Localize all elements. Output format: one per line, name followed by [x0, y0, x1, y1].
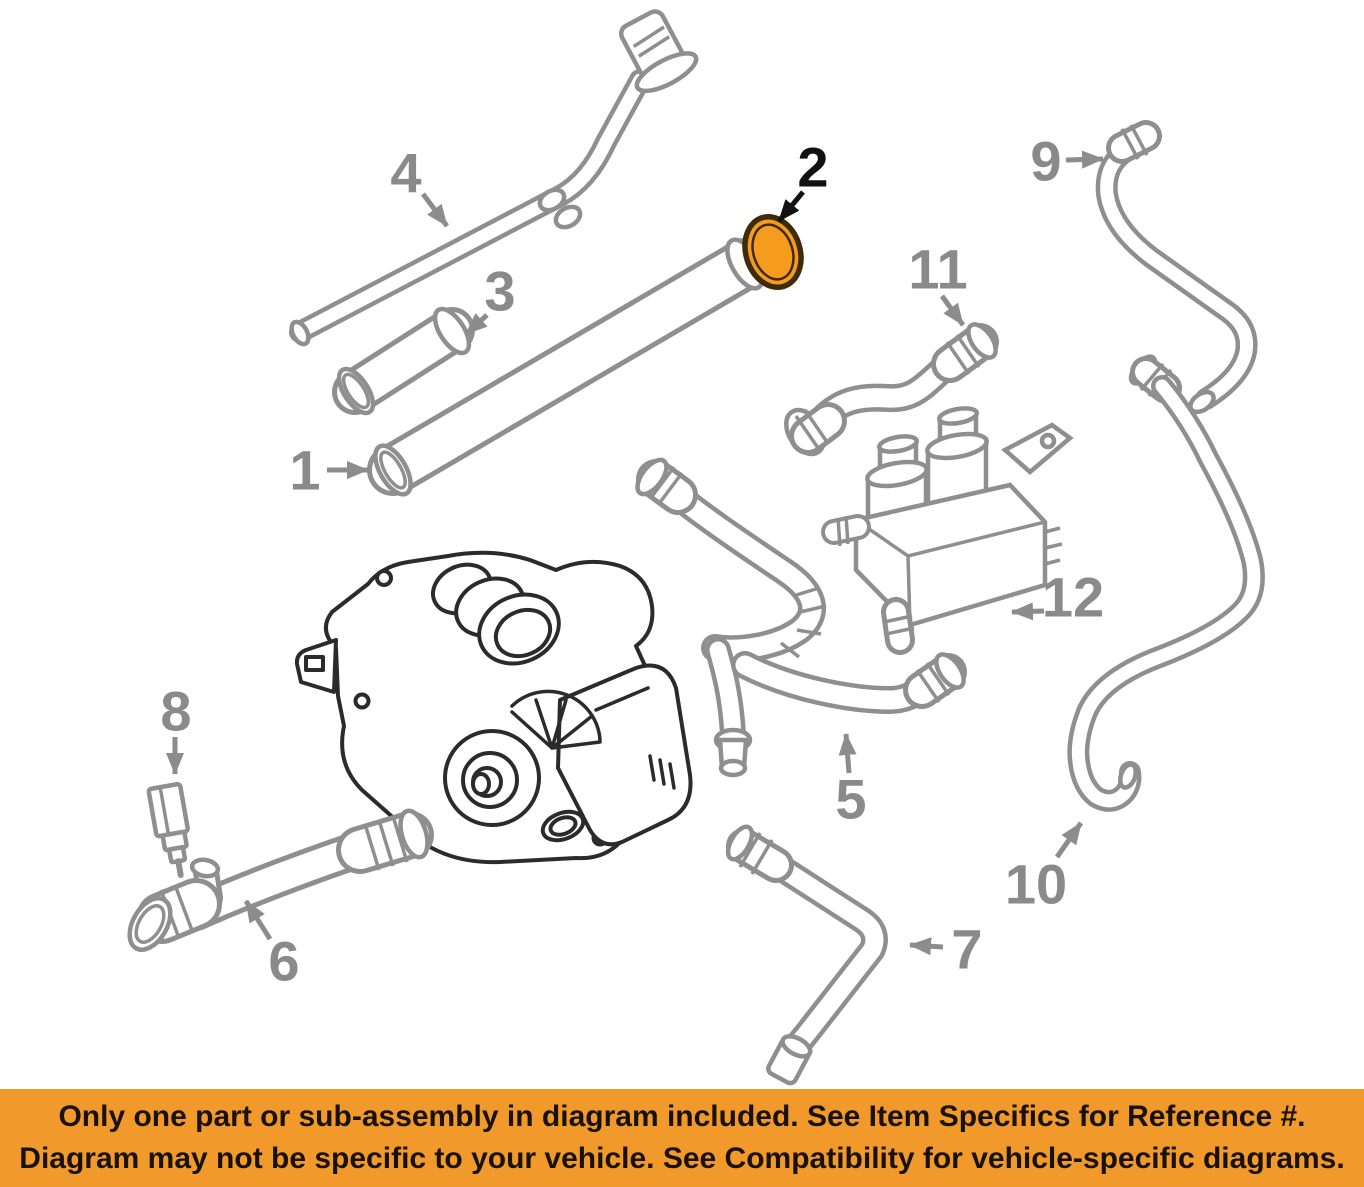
part-label-11: 11 — [908, 238, 967, 301]
part-7-hose — [725, 824, 888, 1086]
part-arrow-5 — [838, 733, 857, 774]
part-6-hose — [127, 808, 434, 952]
part-12-valve — [821, 406, 1074, 655]
part-arrow-3 — [464, 313, 489, 336]
part-label-1: 1 — [289, 439, 320, 502]
part-5-hose — [635, 457, 967, 778]
part-arrow-11 — [939, 294, 966, 327]
disclaimer-line-1: Only one part or sub-assembly in diagram… — [58, 1100, 1306, 1133]
part-label-10: 10 — [1005, 853, 1067, 916]
part-arrow-6 — [243, 899, 273, 941]
part-label-7: 7 — [951, 918, 982, 981]
part-label-6: 6 — [268, 930, 299, 993]
part-11-hose — [784, 322, 999, 457]
part-2-oring — [742, 214, 804, 290]
disclaimer-banner: Only one part or sub-assembly in diagram… — [0, 1089, 1364, 1187]
part-label-2: 2 — [797, 136, 828, 199]
part-arrow-7 — [909, 937, 944, 956]
part-label-5: 5 — [835, 768, 866, 831]
part-1-pipe — [367, 237, 771, 497]
part-8-sensor — [146, 781, 190, 878]
parts-diagram: 1 2 3 4 5 6 7 8 9 10 11 12 — [127, 9, 1265, 1086]
part-arrow-10 — [1054, 821, 1084, 859]
part-label-4: 4 — [390, 142, 421, 205]
part-arrow-9 — [1065, 150, 1104, 169]
part-label-9: 9 — [1030, 130, 1061, 193]
part-label-8: 8 — [160, 680, 191, 743]
part-4-fitting — [618, 9, 699, 94]
callouts: 1 2 3 4 5 6 7 8 9 10 11 12 — [160, 130, 1104, 993]
part-10-hose — [1067, 354, 1265, 812]
disclaimer-line-2: Diagram may not be specific to your vehi… — [19, 1142, 1345, 1175]
part-label-12: 12 — [1042, 566, 1104, 629]
part-arrow-4 — [421, 192, 449, 228]
water-pump — [294, 550, 693, 865]
part-arrow-2 — [777, 190, 805, 223]
part-3-sleeve — [332, 306, 475, 416]
part-label-3: 3 — [484, 260, 515, 323]
part-arrow-12 — [1011, 602, 1045, 621]
part-9-hose — [1095, 120, 1258, 415]
part-4-pipe — [289, 9, 699, 347]
